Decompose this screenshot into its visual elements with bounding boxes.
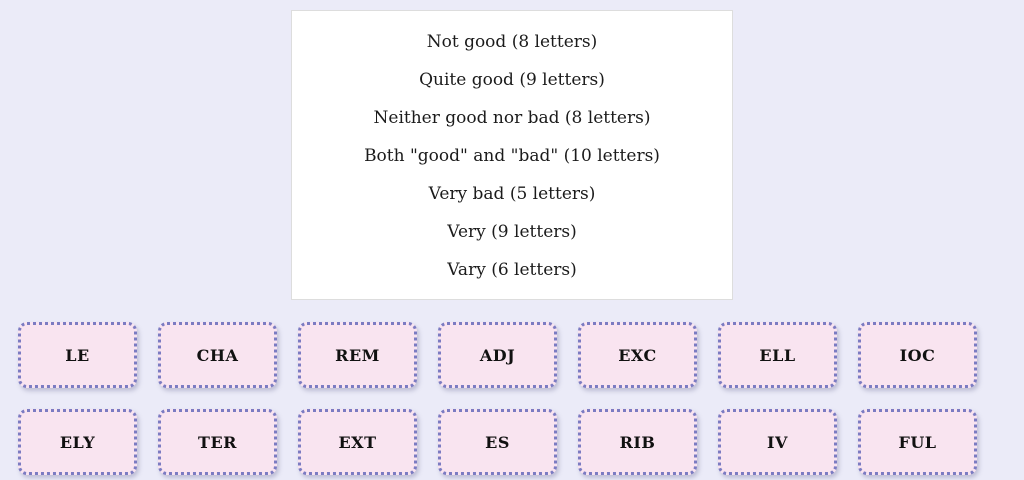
tile-rem[interactable]: REM — [298, 322, 417, 388]
tile-ell[interactable]: ELL — [718, 322, 837, 388]
tile-ioc[interactable]: IOC — [858, 322, 977, 388]
tile-ely[interactable]: ELY — [18, 409, 137, 475]
tile-grid: LE CHA REM ADJ EXC ELL IOC ELY TER EXT E… — [0, 322, 1024, 475]
tile-es[interactable]: ES — [438, 409, 557, 475]
clue-neither-good-nor-bad: Neither good nor bad (8 letters) — [373, 108, 651, 128]
tile-le[interactable]: LE — [18, 322, 137, 388]
tile-exc[interactable]: EXC — [578, 322, 697, 388]
clue-vary: Vary (6 letters) — [447, 260, 577, 280]
tile-ext[interactable]: EXT — [298, 409, 417, 475]
clue-not-good: Not good (8 letters) — [426, 32, 598, 52]
clue-card: Not good (8 letters) Quite good (9 lette… — [291, 10, 733, 300]
tile-cha[interactable]: CHA — [158, 322, 277, 388]
clue-very: Very (9 letters) — [447, 222, 577, 242]
clue-quite-good: Quite good (9 letters) — [419, 70, 605, 90]
tile-iv[interactable]: IV — [718, 409, 837, 475]
clue-both-good-and-bad: Both "good" and "bad" (10 letters) — [364, 146, 660, 166]
tile-rib[interactable]: RIB — [578, 409, 697, 475]
tile-ter[interactable]: TER — [158, 409, 277, 475]
tile-ful[interactable]: FUL — [858, 409, 977, 475]
clue-very-bad: Very bad (5 letters) — [428, 184, 596, 204]
tile-adj[interactable]: ADJ — [438, 322, 557, 388]
